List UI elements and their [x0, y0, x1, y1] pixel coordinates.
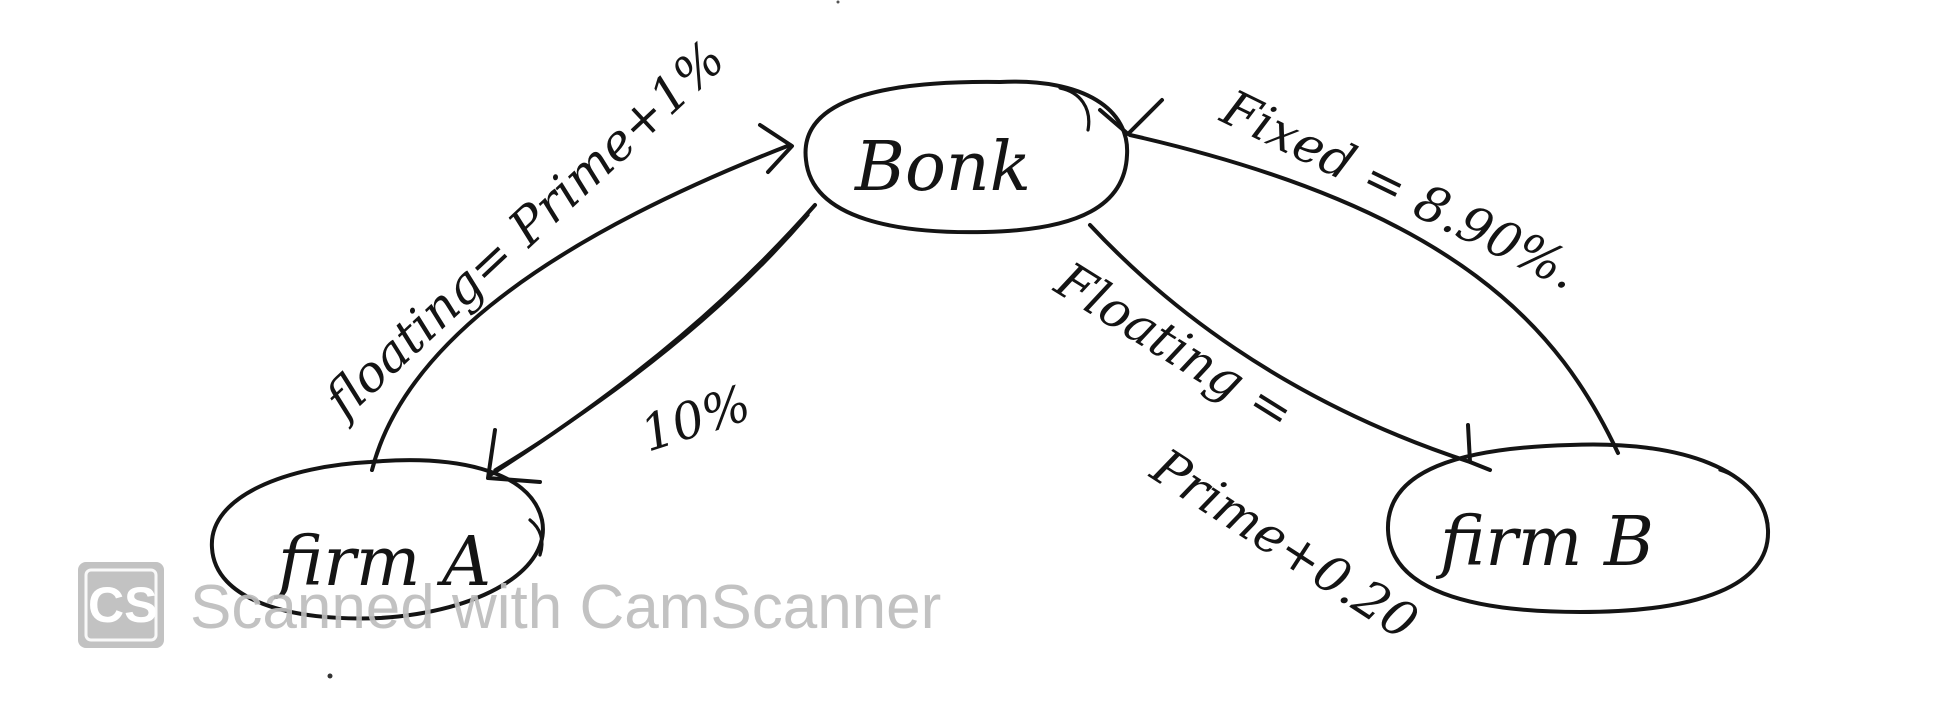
node-firm-b: firm B	[1385, 442, 1771, 614]
label-bank-to-b-line1: Floating =	[1045, 250, 1304, 442]
firm-b-ellipse-tail	[1718, 468, 1770, 527]
edge-bank-b-line	[1088, 223, 1472, 464]
label-b-to-bank: Fixed = 8.90%.	[1212, 78, 1588, 301]
edge-a-bank-line	[370, 143, 792, 472]
firm-a-label: firm A	[273, 523, 491, 602]
camscanner-watermark-text: Scanned with CamScanner	[190, 573, 941, 642]
label-bank-to-a: 10%	[634, 374, 758, 464]
edge-firm-a-to-bank	[370, 123, 794, 472]
scan-speck	[327, 673, 333, 679]
firm-a-ellipse	[209, 458, 545, 621]
arrowhead-icon	[758, 123, 794, 174]
arrowhead-icon	[486, 428, 542, 484]
edge-b-bank-line	[1128, 133, 1620, 455]
camscanner-watermark: CS Scanned with CamScanner	[78, 562, 941, 648]
firm-a-ellipse-tail	[528, 518, 544, 557]
label-bank-to-b-line2: Prime+0.20	[1141, 437, 1428, 652]
edge-firm-b-to-bank	[1098, 98, 1620, 455]
edge-bank-a-line-double	[493, 213, 810, 472]
bank-label: Bonk	[853, 128, 1031, 207]
scan-speck	[836, 0, 840, 4]
edge-bank-to-firm-a	[486, 203, 817, 484]
arrowhead-icon	[1098, 98, 1164, 136]
arrowhead-icon	[1466, 423, 1492, 472]
camscanner-logo-text: CS	[88, 577, 157, 633]
node-bank: Bonk	[803, 79, 1130, 235]
node-firm-a: firm A	[209, 458, 545, 621]
bank-ellipse-tail	[1058, 86, 1091, 132]
edge-bank-to-firm-b	[1088, 223, 1492, 472]
camscanner-logo-icon	[78, 562, 164, 648]
label-a-to-bank: floating= Prime+1%	[311, 30, 736, 432]
firm-b-label: firm B	[1435, 503, 1654, 582]
